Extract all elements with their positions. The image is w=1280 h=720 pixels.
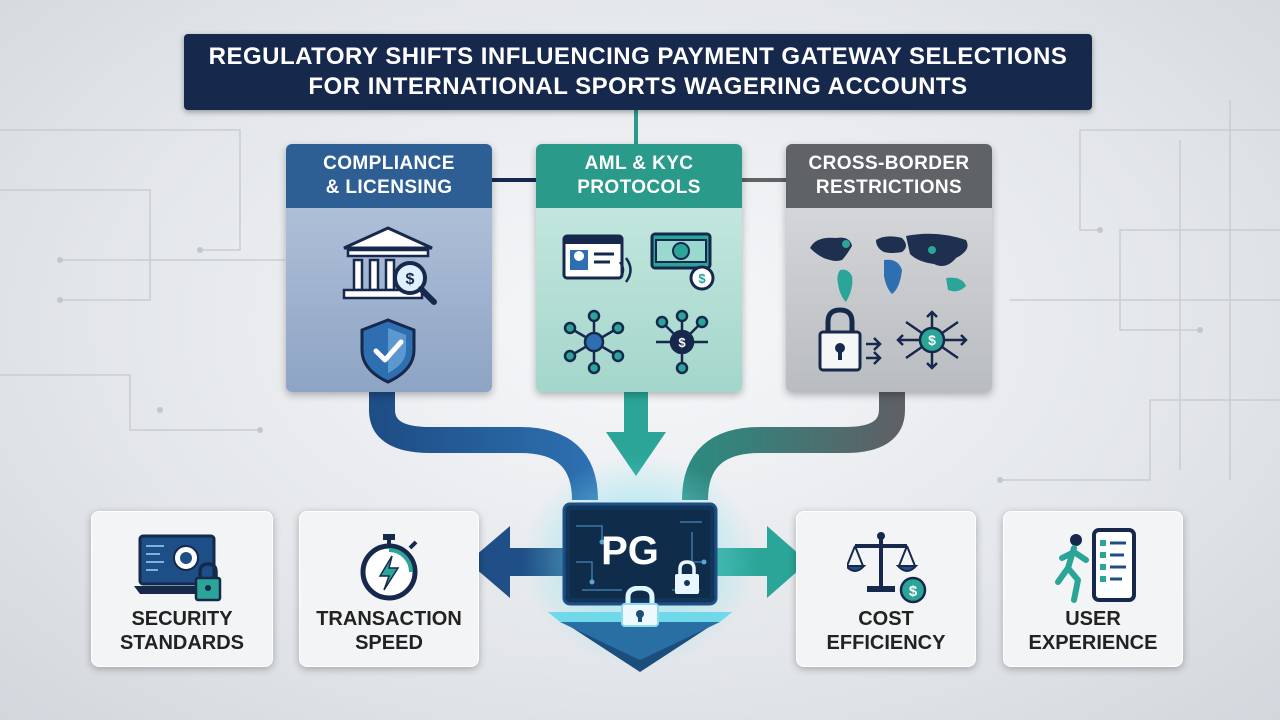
speed-label-2: Speed [355,632,423,654]
security-label-2: Standards [119,632,245,654]
shield-check-icon [360,318,416,384]
compliance-panel-header: Compliance & Licensing [286,144,492,208]
svg-text:$: $ [406,271,415,288]
dollar-network-icon: $ [655,309,709,375]
svg-text:$: $ [698,271,706,286]
stopwatch-icon [360,534,418,601]
compliance-panel: Compliance & Licensing $ [286,144,492,392]
compliance-title-line-1: Compliance [323,153,455,174]
cash-icon: $ [650,232,715,291]
aml-title-line-1: AML & KYC [584,153,694,174]
cross-border-title-line-2: Restrictions [815,177,963,198]
cross-border-panel-header: Cross-Border Restrictions [786,144,992,208]
gateway-label: PG [601,529,659,573]
gateway-padlock-icon [621,586,659,627]
laptop-lock-icon [134,534,222,602]
crossborder-flow-band [682,390,905,501]
compliance-title-line-2: & Licensing [325,177,453,198]
svg-text:$: $ [928,332,936,348]
ux-label-2: Experience [1028,632,1158,654]
security-label-1: Security [131,608,233,630]
svg-text:$: $ [909,583,918,600]
aml-kyc-panel-header: AML & KYC Protocols [536,144,742,208]
aml-down-arrow [606,390,666,476]
bank-icon [342,226,433,300]
runner-phone-icon [1055,528,1136,603]
user-experience-card: User Experience [1003,511,1183,667]
magnifier-icon: $ [393,261,437,305]
circuit-traces [0,100,1280,481]
title-banner: Regulatory Shifts Influencing Payment Ga… [184,34,1092,110]
network-icon [563,309,625,375]
security-standards-card: Security Standards [91,511,273,667]
cost-label-1: Cost [858,608,914,630]
cross-border-title-line-1: Cross-Border [808,153,970,174]
padlock-icon [818,307,882,372]
cross-border-panel: Cross-Border Restrictions [786,144,992,392]
aml-title-line-2: Protocols [577,177,701,198]
cost-label-2: Efficiency [826,632,946,654]
transaction-speed-card: Transaction Speed [299,511,479,667]
aml-kyc-panel: AML & KYC Protocols $ [536,144,742,392]
dollar-arrows-icon: $ [896,310,968,370]
id-card-icon [562,234,632,283]
scales-icon: $ [847,532,927,604]
gateway-lock-icon [675,560,699,594]
payment-gateway-node: PG [562,502,718,610]
svg-text:$: $ [678,335,686,350]
cost-efficiency-card: $ Cost Efficiency [796,511,976,667]
compliance-flow-band [369,390,598,501]
title-line-1: Regulatory Shifts Influencing Payment Ga… [208,43,1068,70]
ux-label-1: User [1065,608,1121,630]
speed-label-1: Transaction [316,608,462,630]
title-line-2: for International Sports Wagering Accoun… [308,73,968,100]
world-map-icon [810,233,968,302]
